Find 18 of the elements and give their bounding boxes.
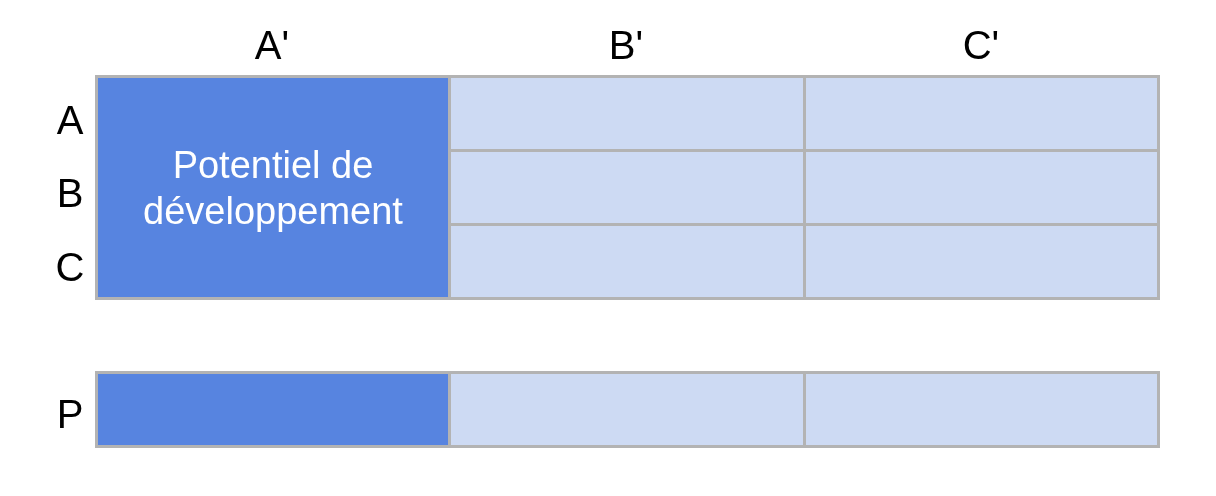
grid-cell [448,75,806,152]
row-label: A [56,97,84,143]
grid-cell [448,149,806,226]
grid-cell [95,371,451,448]
column-label: C' [962,22,1000,68]
grid-cell [803,75,1160,152]
column-label: A' [254,22,290,68]
cell-text: Potentiel de développement [142,142,404,234]
grid-cell [803,371,1160,448]
row-label: B [56,170,84,216]
grid-cell [803,149,1160,226]
grid-cell [448,371,806,448]
grid-cell [448,223,806,300]
column-label: B' [608,22,644,68]
row-label: P [56,391,84,437]
row-label: C [55,244,85,290]
highlighted-cell [95,75,451,300]
grid-cell [803,223,1160,300]
